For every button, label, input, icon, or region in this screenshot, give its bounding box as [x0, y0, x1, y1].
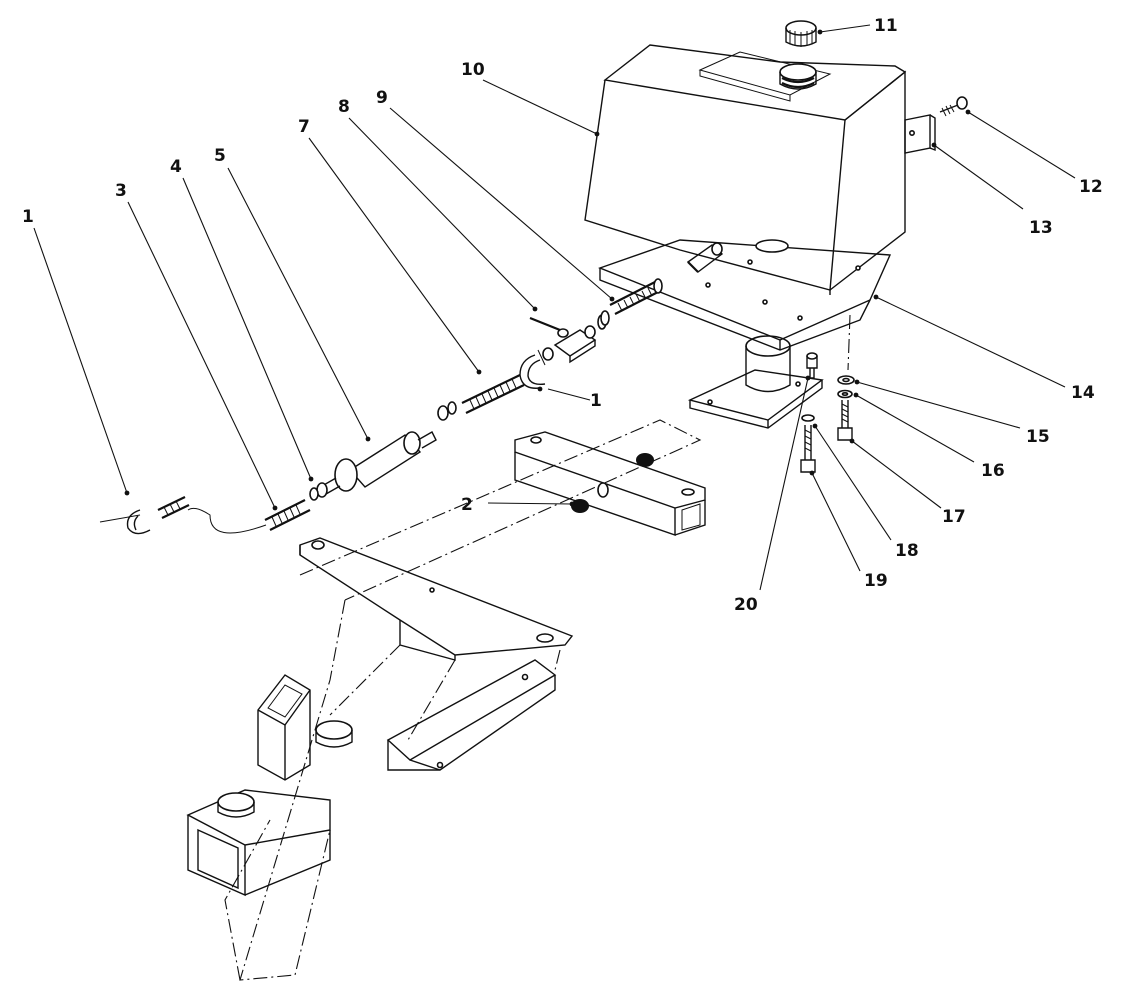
- pivot-pin-20: [806, 352, 818, 379]
- bolt-19: [800, 425, 816, 473]
- callout-4: 4: [170, 157, 182, 177]
- tank-mounting-plate: [598, 239, 892, 371]
- callout-1-right: 1: [590, 391, 602, 411]
- tank-bracket: [904, 114, 936, 154]
- callout-13: 13: [1029, 218, 1053, 238]
- chassis-frame: [186, 335, 824, 981]
- callout-2: 2: [461, 495, 473, 515]
- callout-19: 19: [864, 571, 888, 591]
- callout-9: 9: [376, 88, 388, 108]
- callout-16: 16: [981, 461, 1005, 481]
- callout-5: 5: [214, 146, 226, 166]
- hose-clamp-lower: [309, 482, 328, 501]
- fuel-cap: [785, 20, 817, 47]
- callout-8: 8: [338, 97, 350, 117]
- washer-15: [837, 375, 855, 385]
- outlet-fitting: [686, 242, 724, 273]
- callout-14: 14: [1071, 383, 1095, 403]
- callout-12: 12: [1079, 177, 1103, 197]
- leader-lines: [33, 24, 1076, 591]
- fuel-tank: [584, 44, 907, 295]
- callout-18: 18: [895, 541, 919, 561]
- hose-clamps: [597, 278, 663, 330]
- callout-17: 17: [942, 507, 966, 527]
- callout-dots: [124, 29, 971, 511]
- bracket-screw: [939, 96, 968, 117]
- shutoff-valve: [529, 316, 597, 364]
- callout-15: 15: [1026, 427, 1050, 447]
- hose-middle: [461, 374, 525, 414]
- callout-3: 3: [115, 181, 127, 201]
- callout-labels: 1 1 2 3 4 5 7 8 9 10 11 12 13 14 15 16 1…: [22, 16, 1103, 615]
- callout-11: 11: [874, 16, 898, 36]
- hose-upper: [609, 281, 661, 315]
- callout-1-left: 1: [22, 207, 34, 227]
- hose-clamps-middle: [437, 401, 457, 421]
- fuel-filter: [321, 431, 437, 495]
- callout-20: 20: [734, 595, 758, 615]
- hose-end: [99, 496, 190, 535]
- hose-lower: [187, 499, 311, 534]
- callout-7: 7: [298, 117, 310, 137]
- callout-10: 10: [461, 60, 485, 80]
- line-clamp: [519, 349, 546, 389]
- lockwasher-16: [837, 389, 853, 399]
- washer-18: [801, 414, 815, 422]
- bolt-17: [837, 400, 853, 441]
